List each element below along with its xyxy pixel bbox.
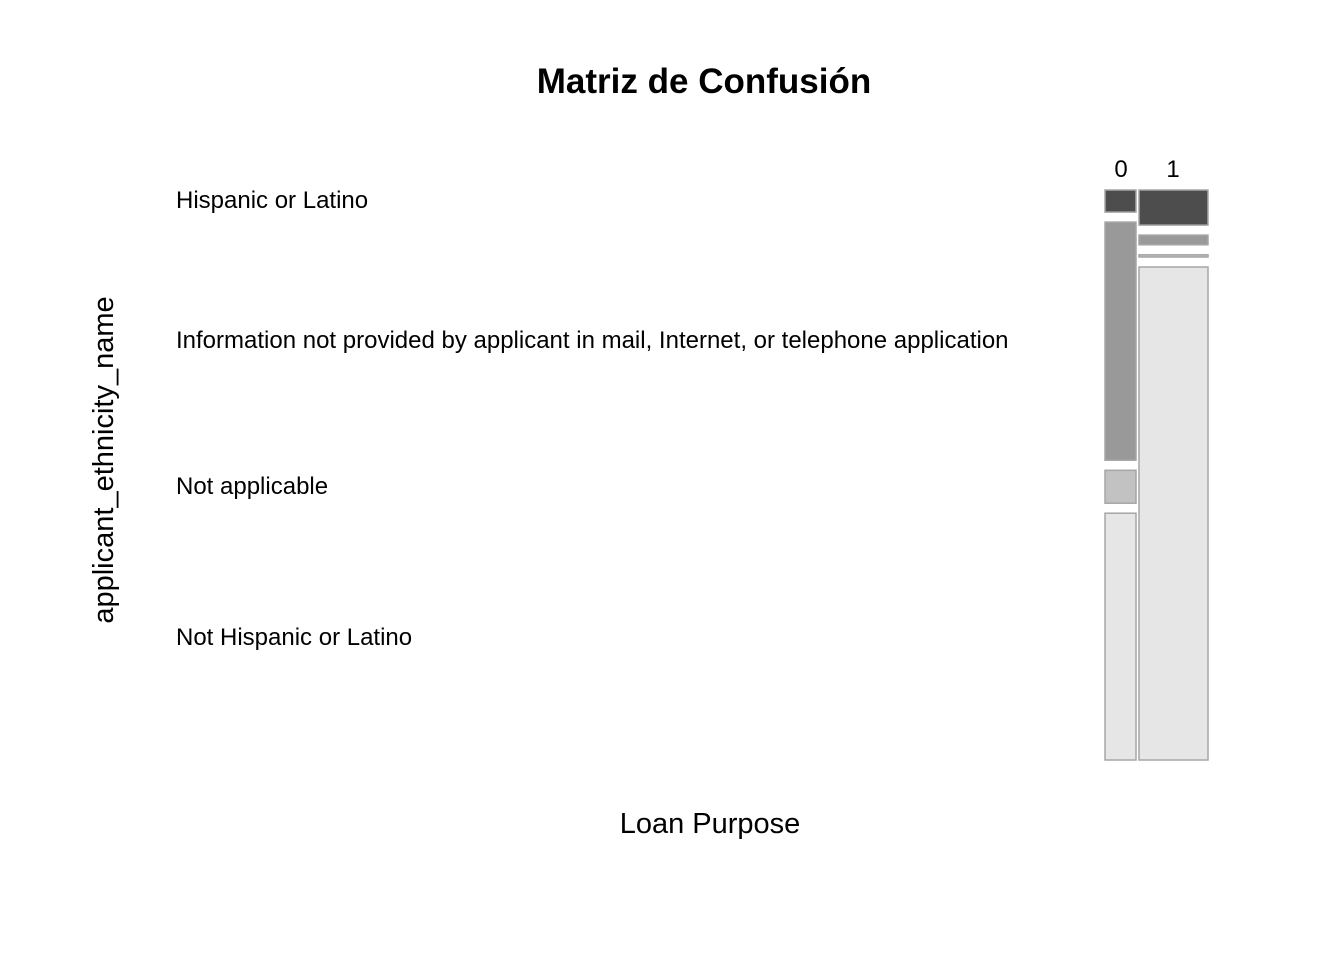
tile-col1-row2 [1138, 254, 1209, 258]
row-label-not-hispanic: Not Hispanic or Latino [176, 624, 412, 651]
tile-col0-row0 [1104, 189, 1137, 213]
row-label-info-not-provided: Information not provided by applicant in… [176, 327, 1009, 354]
mosaic-tiles [1104, 189, 1209, 761]
tile-col1-row0 [1138, 189, 1209, 226]
tile-col0-row1 [1104, 221, 1137, 461]
y-axis-label: applicant_ethnicity_name [88, 296, 120, 623]
chart-title: Matriz de Confusión [537, 62, 871, 101]
row-label-hispanic: Hispanic or Latino [176, 187, 368, 214]
x-axis-label: Loan Purpose [620, 808, 801, 840]
column-label-1: 1 [1166, 156, 1179, 183]
row-label-not-applicable: Not applicable [176, 473, 328, 500]
column-label-0: 0 [1114, 156, 1127, 183]
tile-col1-row3 [1138, 266, 1209, 761]
tile-col0-row2 [1104, 469, 1137, 504]
tile-col0-row3 [1104, 512, 1137, 761]
tile-col1-row1 [1138, 234, 1209, 246]
